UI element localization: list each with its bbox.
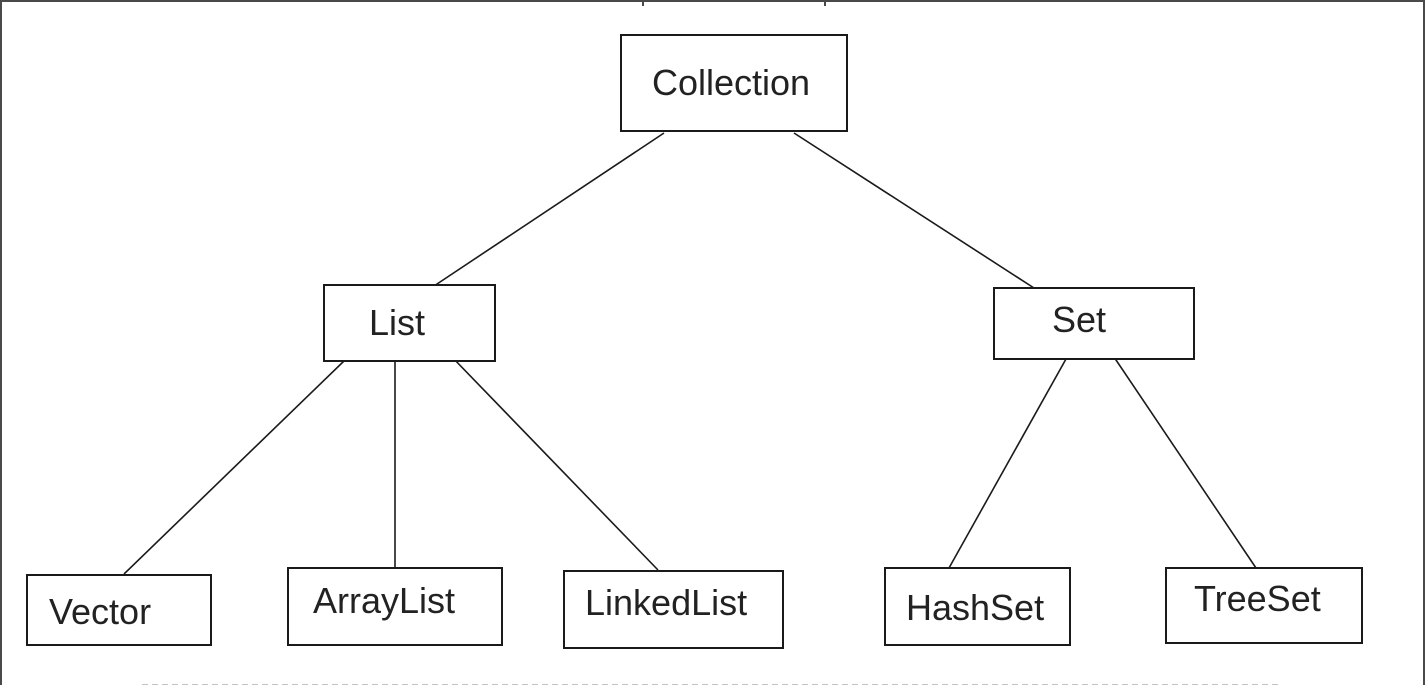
edge-collection-set xyxy=(793,132,1035,289)
node-hashset-label: HashSet xyxy=(906,586,1045,628)
node-linkedlist: LinkedList xyxy=(563,570,784,649)
node-arraylist-label: ArrayList xyxy=(313,579,456,621)
node-treeset-label: TreeSet xyxy=(1194,577,1321,619)
node-set-label: Set xyxy=(1052,298,1107,340)
node-collection-label: Collection xyxy=(652,62,811,103)
node-list: List xyxy=(323,284,496,362)
node-vector-label: Vector xyxy=(49,591,152,632)
node-vector: Vector xyxy=(26,574,212,646)
node-linkedlist-label: LinkedList xyxy=(585,581,748,623)
edge-set-treeset xyxy=(1113,356,1257,569)
node-set: Set xyxy=(993,287,1195,360)
top-edge-tick-right xyxy=(824,2,826,6)
top-edge-tick-left xyxy=(642,2,644,6)
node-hashset: HashSet xyxy=(884,567,1071,646)
edge-list-vector xyxy=(123,360,345,575)
edge-set-hashset xyxy=(948,358,1067,569)
node-collection: Collection xyxy=(620,34,848,132)
edge-collection-list xyxy=(433,132,665,287)
node-treeset: TreeSet xyxy=(1165,567,1363,644)
edge-list-linkedlist xyxy=(450,355,659,571)
node-list-label: List xyxy=(369,302,426,343)
node-arraylist: ArrayList xyxy=(287,567,503,646)
